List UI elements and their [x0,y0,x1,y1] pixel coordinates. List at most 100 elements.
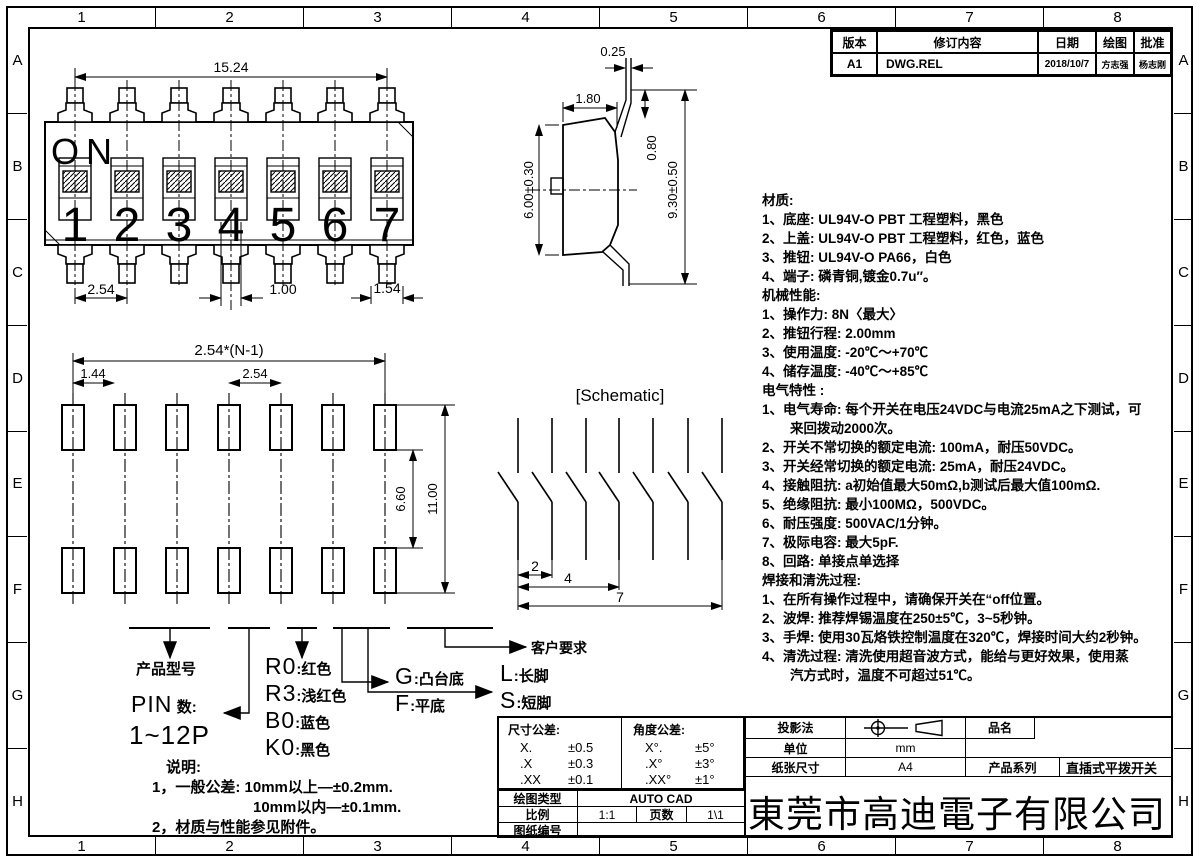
pcb-pattern-drawing: 2.54*(N-1) 1.44 2.54 6.60 11.00 [61,342,455,605]
top-view-drawing: ON 1 2 3 4 5 6 7 15.24 2.54 1.00 1.54 [44,59,423,310]
svg-text:6: 6 [322,199,349,252]
color-option: R3:浅红色 [265,680,347,706]
rev-value: A1 [832,53,877,75]
projection-symbol-cell [845,716,966,739]
grid-label: E [8,432,27,538]
svg-text:6.00±0.30: 6.00±0.30 [521,161,536,219]
grid-label: 7 [896,8,1044,27]
draw-type-value: AUTO CAD [577,790,745,807]
title-block-divider [745,716,746,838]
grid-label: 4 [452,837,600,856]
spec-line: 3、推钮: UL94V-O PA66，白色 [762,250,952,265]
grid-label: 2 [156,8,304,27]
unit-label: 单位 [745,738,846,758]
spec-line: 机械性能: [762,288,821,303]
tol-val: ±5° [695,740,715,755]
svg-text:3: 3 [166,199,193,252]
svg-text:4: 4 [564,570,572,586]
grid-label: C [8,220,27,326]
schematic-drawing: [Schematic] 2 4 7 [497,386,723,610]
ordering-connectors [129,627,528,720]
spec-line: 材质: [762,193,794,208]
pin-suffix: 数: [176,699,197,716]
pin-code: PIN [131,691,173,717]
svg-text:1.54: 1.54 [373,280,400,296]
svg-text:11.00: 11.00 [425,483,440,515]
svg-text:2: 2 [531,558,539,574]
paper-size-value: A4 [845,757,966,777]
scale-label: 比例 [497,806,578,823]
spec-line: 4、接触阻抗: a初始值最大50mΩ,b测试后最大值100mΩ. [762,478,1101,493]
svg-text:15.24: 15.24 [213,59,248,75]
grid-label: G [8,643,27,750]
spec-line: 4、储存温度: -40℃～+85℃ [762,364,929,379]
schematic-title: [Schematic] [576,386,665,405]
color-option: B0:蓝色 [265,707,331,733]
grid-label: G [1174,643,1193,750]
svg-text:1.00: 1.00 [269,281,296,297]
spec-line: 1、在所有操作过程中，请确保开关在“off位置。 [762,592,1050,607]
grid-label: H [1178,793,1189,811]
customer-requirement-label: 客户要求 [531,640,587,656]
tol-sym: X. [520,740,533,755]
side-dimension-labels: 0.25 1.80 0.80 9.30±0.50 6.00±0.30 [521,44,680,219]
unit-value: mm [845,738,966,758]
tol-val: ±0.5 [568,740,594,755]
rev-value: DWG.REL [877,53,1038,75]
grid-label: H [12,793,23,811]
grid-label: 5 [600,8,748,27]
spec-line: 2、推钮行程: 2.00mm [762,326,896,341]
company-name: 東莞市高迪電子有限公司 [748,795,1166,836]
revision-table: 版本 修订内容 日期 绘图 批准 A1 DWG.REL 2018/10/7 方志… [830,29,1173,77]
spec-line: 电气特性 : [762,383,825,398]
grid-label: A [1174,8,1193,114]
scale-value: 1:1 [577,806,637,823]
drawing-no-value [577,822,745,838]
svg-text:1: 1 [62,199,89,252]
paper-size-label: 纸张尺寸 [745,757,846,777]
dim-tolerance-title: 尺寸公差: [508,723,560,737]
pin-count-label: PIN 数: [131,691,197,718]
svg-text:0.25: 0.25 [600,44,625,59]
schematic-dimension-labels: 2 4 7 [531,558,624,605]
color-option: K0:黑色 [265,734,331,760]
dimensions [74,68,423,306]
svg-text:1.44: 1.44 [80,366,105,381]
rev-value: 方志强 [1096,53,1134,75]
grid-label: E [1174,432,1193,538]
spec-line: 3、开关经常切换的额定电流: 25mA，耐压24VDC。 [762,459,1075,474]
svg-text:5: 5 [270,199,297,252]
base-options: G:凸台底 F:平底 [395,663,464,717]
spec-line: 6、耐压强度: 500VAC/1分钟。 [762,516,948,531]
grid-label: B [8,114,27,220]
rev-value: 杨志刚 [1134,53,1171,75]
pcb-centerlines [72,393,386,605]
notes-line: 10mm以内—±0.1mm. [253,799,402,816]
projection-symbol-icon [863,718,943,737]
color-options: R0:红色 R3:浅红色 B0:蓝色 K0:黑色 [265,653,346,761]
tol-val: ±3° [695,756,715,771]
draw-type-label: 绘图类型 [497,790,578,807]
spec-line: 2、上盖: UL94V-O PBT 工程塑料，红色，蓝色 [762,231,1045,246]
tol-sym: .XX° [645,772,672,787]
tol-sym: .XX [520,772,541,787]
rev-header: 版本 [832,31,877,53]
series-value: 直插式平拨开关 [1059,757,1172,777]
grid-label: 8 [1113,9,1122,26]
schematic-dimensions [517,560,723,610]
spec-line: 4、端子: 磷青铜,镀金0.7u″。 [762,269,937,284]
svg-text:2: 2 [114,199,141,252]
angle-tolerance-title: 角度公差: [633,723,685,737]
color-option: R0:红色 [265,653,332,679]
tol-sym: .X° [645,756,663,771]
base-option: F:平底 [395,690,446,716]
spec-line: 1、电气寿命: 每个开关在电压24VDC与电流25mA之下测试，可 [762,402,1142,417]
rev-header: 批准 [1134,31,1171,53]
spec-line: 8、回路: 单接点单选择 [762,554,900,569]
drawing-no-label: 图纸编号 [497,822,578,838]
tol-val: ±1° [695,772,715,787]
